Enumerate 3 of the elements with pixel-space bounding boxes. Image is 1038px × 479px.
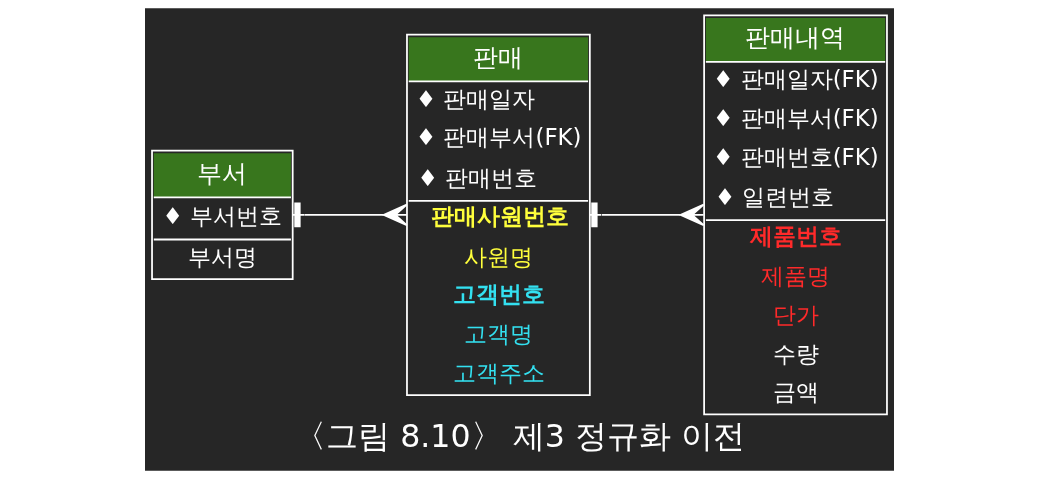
connector xyxy=(588,202,704,228)
connector xyxy=(291,202,408,228)
caption: 〈그림 8.10〉 제3 정규화 이전 xyxy=(293,417,745,454)
